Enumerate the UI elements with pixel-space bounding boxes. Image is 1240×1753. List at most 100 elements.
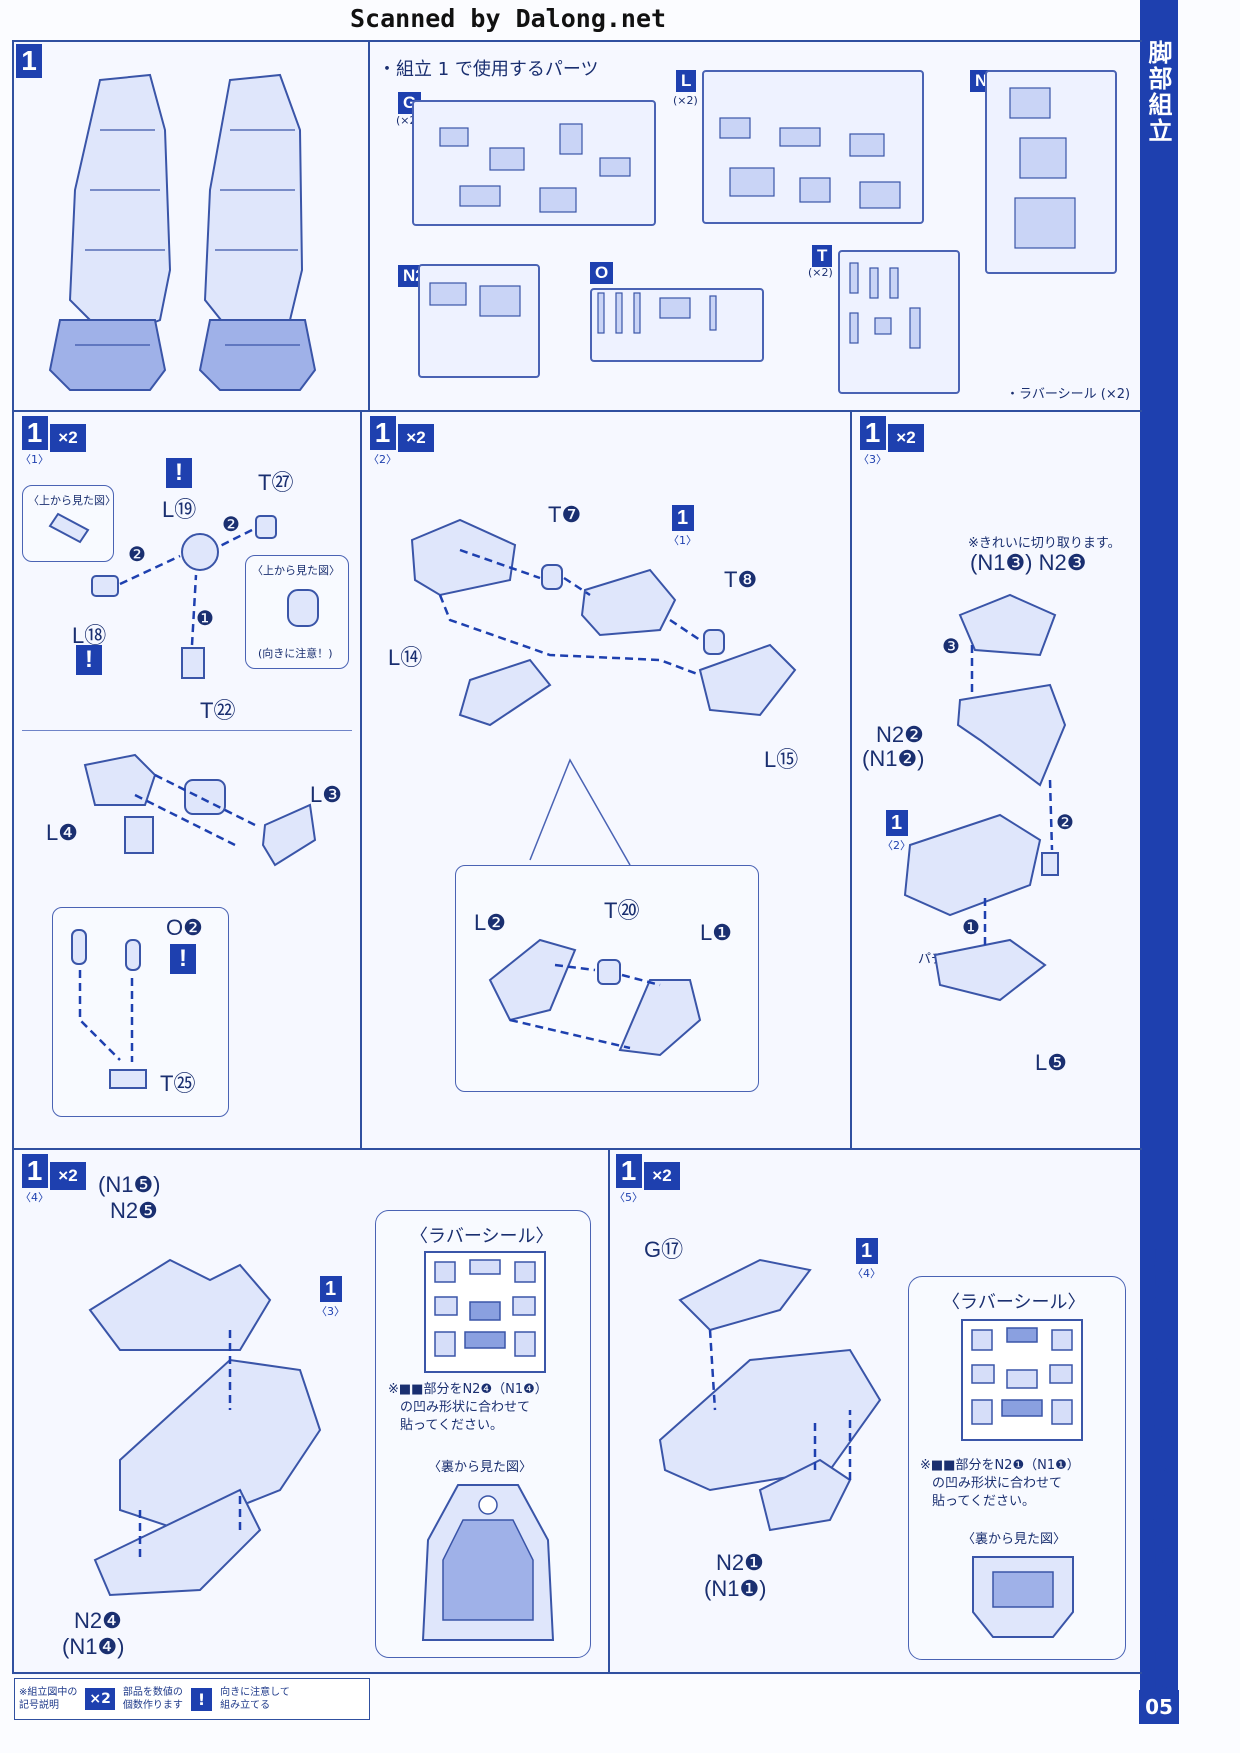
- parts-title: ・組立 1 で使用するパーツ: [378, 59, 599, 80]
- part-label-n14: (N1❹): [62, 1634, 125, 1659]
- ref-step-number: 1: [885, 810, 908, 836]
- step-1-1-drawing-b: [83, 753, 317, 867]
- legend-caution-text: 向きに注意して 組み立てる: [220, 1686, 290, 1712]
- seal-instruction-2: の凹み形状に合わせて: [400, 1400, 531, 1415]
- back-view-diagram: [972, 1556, 1074, 1638]
- part-label-n11: (N1❶): [704, 1576, 767, 1601]
- legend-x2-text: 部品を数値の 個数作ります: [123, 1686, 183, 1712]
- part-label-n22: N2❷: [876, 722, 924, 747]
- symbol-legend: ※組立図中の 記号説明 ×2 部品を数値の 個数作ります ! 向きに注意して 組…: [14, 1678, 370, 1720]
- part-label-l1: L❶: [700, 920, 732, 945]
- part-label-t27: T㉗: [258, 470, 294, 495]
- bubble-pointer: [529, 758, 631, 866]
- step-1-2-drawing-a: [410, 518, 797, 727]
- ref-substep: 〈1〉: [668, 534, 697, 547]
- divider-row1: [12, 410, 1142, 412]
- ref-step-number: 1: [671, 505, 694, 531]
- divider-col-mid1: [360, 410, 362, 1150]
- caution-icon: !: [170, 944, 196, 974]
- section-english-title: LEG UNIT ASSEMBLE: [1144, 1240, 1184, 1696]
- border-bottom: [12, 1672, 1142, 1674]
- step-1-1-drawing-a: [48, 512, 319, 679]
- substep-label: 〈5〉: [614, 1191, 643, 1204]
- ref-step-number: 1: [319, 1276, 342, 1302]
- step-number: 1: [859, 416, 886, 450]
- substep-label: 〈2〉: [368, 453, 397, 466]
- seal-instruction-3: 貼ってください。: [400, 1418, 503, 1433]
- border-top: [12, 40, 1142, 42]
- part-label-n15: (N1❺): [98, 1172, 161, 1197]
- seal-title: 〈ラバーシール〉: [942, 1292, 1086, 1313]
- caution-icon: !: [166, 458, 192, 488]
- ref-step-1-4: 1 〈4〉: [852, 1238, 881, 1281]
- ref-substep: 〈2〉: [882, 839, 911, 852]
- step-1-4-header: 1 〈4〉: [20, 1154, 49, 1205]
- arrow-number-2a: ❷: [222, 514, 240, 536]
- part-label-o2: O❷: [166, 915, 203, 940]
- arrow-number-1: ❶: [962, 917, 980, 939]
- step-1-2-header: 1 〈2〉: [368, 416, 397, 467]
- back-view-label: 〈裏から見た図〉: [428, 1460, 533, 1475]
- top-view-label-2: 〈上から見た図〉: [252, 564, 340, 577]
- step-number: 1: [16, 44, 42, 78]
- multiplier-badge: ×2: [50, 1162, 86, 1190]
- rubber-seal-diagram: [961, 1319, 1083, 1441]
- top-view-label-1: 〈上から見た図〉: [28, 494, 116, 507]
- seal-instruction-2: の凹み形状に合わせて: [932, 1476, 1063, 1491]
- part-label-t20: T⑳: [604, 898, 640, 923]
- step-1-4-drawing: [88, 1258, 322, 1597]
- runner-tag-o: O: [590, 262, 614, 284]
- step-1-1-header: 1 〈1〉: [20, 416, 49, 467]
- divider-col-top: [368, 40, 370, 412]
- substep-label: 〈3〉: [858, 453, 887, 466]
- legend-caution-line1: 向きに注意して: [220, 1687, 290, 1698]
- step-number: 1: [369, 416, 396, 450]
- step-1-3-header: 1 〈3〉: [858, 416, 887, 467]
- step-number: 1: [21, 416, 48, 450]
- runner-tag-l: L: [676, 70, 697, 92]
- multiplier-badge: ×2: [398, 424, 434, 452]
- part-label-t25: T㉕: [160, 1071, 196, 1096]
- part-label-t8: T❽: [724, 567, 758, 592]
- part-label-l14: L⑭: [388, 645, 423, 670]
- part-label-l2: L❷: [474, 910, 506, 935]
- step-1-2-drawing-b: [488, 938, 702, 1057]
- step-number: 1: [615, 1154, 642, 1188]
- substep-label: 〈4〉: [20, 1191, 49, 1204]
- step-1-header: 1: [16, 44, 42, 78]
- legend-title-line2: 記号説明: [19, 1700, 59, 1711]
- step-1-3-drawing: [903, 593, 1067, 1002]
- page-number: 05: [1139, 1690, 1179, 1724]
- ref-substep: 〈4〉: [852, 1267, 881, 1280]
- arrow-number-2b: ❷: [128, 544, 146, 566]
- legend-caution-symbol: !: [190, 1687, 213, 1711]
- step-1-1-drawing-c: [71, 929, 147, 1089]
- step-1-5-header: 1 〈5〉: [614, 1154, 643, 1205]
- legend-x2-line1: 部品を数値の: [122, 1687, 183, 1698]
- ref-step-1-3: 1 〈3〉: [316, 1276, 345, 1319]
- legend-title: ※組立図中の 記号説明: [19, 1686, 77, 1712]
- cut-note: ※きれいに切り取ります。: [968, 536, 1121, 551]
- seal-title: 〈ラバーシール〉: [410, 1226, 554, 1247]
- back-view-diagram: [421, 1484, 555, 1641]
- part-label-l5: L❺: [1035, 1050, 1067, 1075]
- part-label-l18: L⑱: [72, 623, 107, 648]
- step-number: 1: [21, 1154, 48, 1188]
- ref-step-1-1: 1 〈1〉: [668, 505, 697, 548]
- part-label-l4: L❹: [46, 820, 78, 845]
- leg-overview-illustration: [48, 73, 317, 391]
- legend-title-line1: ※組立図中の: [19, 1687, 78, 1698]
- part-label-t22: T㉒: [200, 698, 236, 723]
- runner-tag-t: T: [812, 245, 833, 267]
- step-1-1-divider: [22, 730, 352, 731]
- seal-note: ・ラバーシール (×2): [1006, 387, 1131, 402]
- part-label-g17: G⑰: [644, 1237, 684, 1262]
- seal-instruction-3: 貼ってください。: [932, 1494, 1035, 1509]
- scan-credit: Scanned by Dalong.net: [350, 4, 667, 33]
- ref-step-number: 1: [855, 1238, 878, 1264]
- part-label-l3: L❸: [310, 782, 342, 807]
- back-view-label: 〈裏から見た図〉: [962, 1532, 1067, 1547]
- arrow-number-3: ❸: [942, 636, 960, 658]
- divider-col-bottom: [608, 1148, 610, 1674]
- part-label-l15: L⑮: [764, 747, 799, 772]
